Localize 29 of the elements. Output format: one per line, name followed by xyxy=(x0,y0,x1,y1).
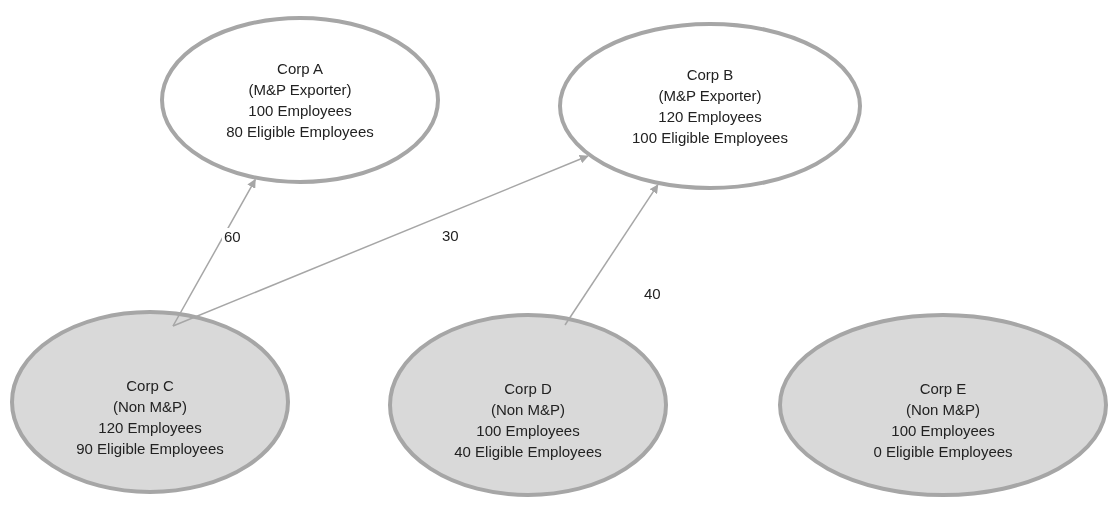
corporation-ellipse xyxy=(160,16,440,184)
company-detail: 120 Employees xyxy=(658,107,762,127)
arrow xyxy=(172,178,256,327)
company-detail: 0 Eligible Employees xyxy=(873,442,1013,462)
corporation-ellipse xyxy=(10,310,290,494)
company-name: Corp C xyxy=(126,376,174,396)
company-detail: 100 Employees xyxy=(891,421,995,441)
company-detail: 120 Employees xyxy=(98,418,202,438)
company-detail: (Non M&P) xyxy=(490,400,566,420)
company-name: Corp A xyxy=(277,59,323,79)
company-detail: 90 Eligible Employees xyxy=(76,439,224,459)
company-detail: 100 Employees xyxy=(476,421,580,441)
arrow xyxy=(564,184,659,326)
company-detail: 40 Eligible Employees xyxy=(454,442,602,462)
corporation-ellipse xyxy=(558,22,862,190)
company-detail: (Non M&P) xyxy=(112,397,188,417)
company-name: Corp D xyxy=(504,379,552,399)
edge-label: 60 xyxy=(222,228,243,245)
corporation-ellipse xyxy=(388,313,668,497)
company-name: Corp B xyxy=(686,65,734,85)
arrow xyxy=(172,154,589,327)
corporation-ellipse xyxy=(778,313,1108,497)
company-detail: (M&P Exporter) xyxy=(248,80,352,100)
company-name: Corp E xyxy=(919,379,967,399)
company-detail: (Non M&P) xyxy=(905,400,981,420)
company-detail: 80 Eligible Employees xyxy=(226,122,374,142)
company-detail: (M&P Exporter) xyxy=(658,86,762,106)
company-detail: 100 Eligible Employees xyxy=(632,128,788,148)
company-detail: 100 Employees xyxy=(248,101,352,121)
